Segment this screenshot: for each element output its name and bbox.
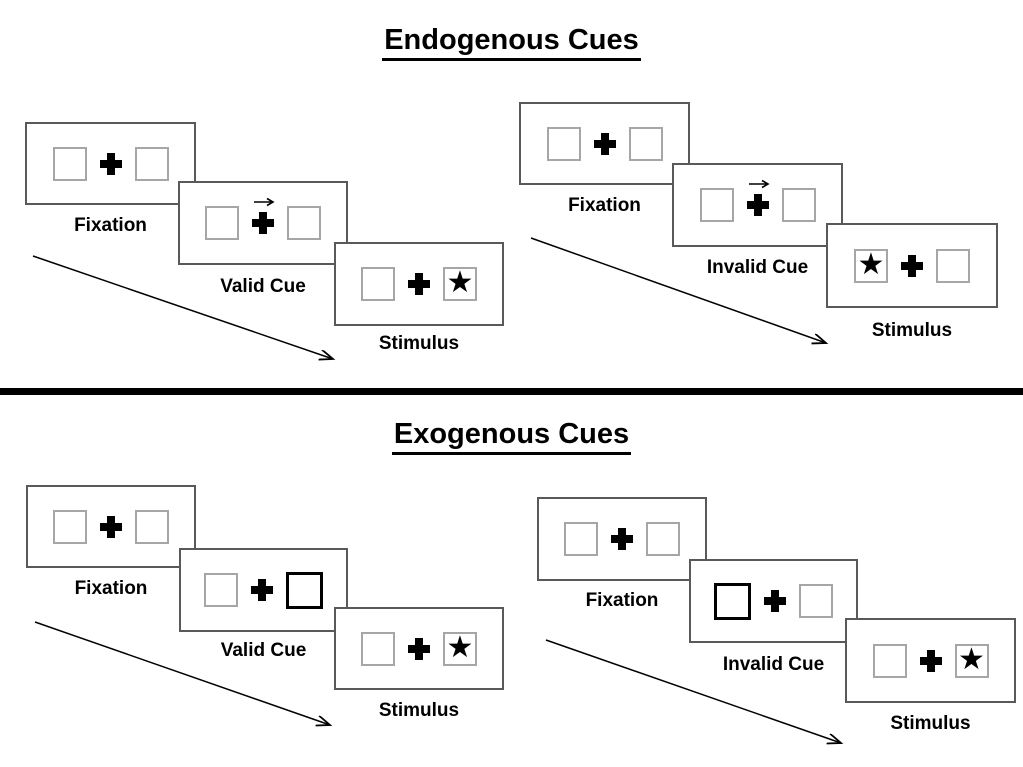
plus-icon (919, 649, 942, 672)
fixation-panel (537, 497, 707, 581)
sequence-arrow (545, 639, 841, 743)
left-placeholder-box (204, 573, 238, 607)
right-target-box: ★ (954, 641, 989, 678)
fixation-panel (25, 122, 196, 205)
fixation-cross (593, 132, 616, 155)
cue-label: Invalid Cue (706, 257, 809, 278)
fixation-label: Fixation (74, 215, 147, 236)
section-title-exogenous: Exogenous Cues (0, 418, 1023, 455)
left-placeholder-box (361, 267, 395, 301)
plus-icon (611, 528, 633, 550)
stimulus-panel: ★ (334, 607, 504, 690)
plus-icon (251, 579, 273, 601)
section-divider (0, 388, 1023, 395)
stimulus-panel: ★ (334, 242, 504, 326)
right-placeholder-box (936, 248, 970, 283)
plus-icon (408, 273, 430, 295)
left-highlighted-cue-box (714, 582, 751, 620)
fixation-cross (611, 528, 633, 550)
right-target-box: ★ (443, 267, 477, 301)
right-arrow-icon (254, 197, 275, 207)
right-highlighted-cue-box (286, 571, 323, 609)
plus-icon (408, 637, 430, 660)
section-title-endogenous: Endogenous Cues (0, 24, 1023, 61)
cue-label: Valid Cue (220, 276, 306, 297)
right-placeholder-box (628, 126, 663, 161)
fixation-label: Fixation (568, 195, 641, 216)
right-arrow-icon (748, 179, 770, 189)
left-placeholder-box (361, 631, 395, 666)
star-icon: ★ (958, 641, 985, 677)
plus-icon (746, 194, 769, 216)
cue-panel (178, 181, 348, 265)
left-placeholder-box (205, 206, 239, 240)
cue-panel (179, 548, 348, 632)
left-target-box: ★ (854, 246, 888, 283)
plus-icon (593, 132, 616, 155)
star-icon: ★ (446, 629, 474, 665)
fixation-label: Fixation (585, 590, 659, 611)
right-placeholder-box (781, 188, 816, 222)
plus-icon (764, 590, 786, 612)
fixation-cross (919, 649, 942, 672)
star-icon: ★ (857, 246, 885, 282)
section-title-text: Exogenous Cues (391, 418, 632, 455)
stimulus-label: Stimulus (378, 333, 460, 354)
left-placeholder-box (53, 509, 87, 544)
fixation-cross (764, 590, 786, 612)
right-placeholder-box (287, 206, 321, 240)
plus-icon (99, 152, 122, 175)
cue-label: Valid Cue (220, 640, 307, 661)
stimulus-label: Stimulus (871, 320, 953, 341)
fixation-cross (100, 515, 122, 538)
left-placeholder-box (699, 188, 734, 222)
fixation-cross (251, 579, 273, 601)
plus-icon (901, 254, 923, 277)
stimulus-panel: ★ (826, 223, 998, 308)
right-placeholder-box (646, 522, 680, 556)
right-placeholder-box (135, 509, 169, 544)
fixation-panel (519, 102, 690, 185)
stimulus-label: Stimulus (890, 713, 971, 734)
fixation-label: Fixation (74, 578, 148, 599)
cue-panel (689, 559, 858, 643)
left-placeholder-box (872, 643, 907, 678)
cue-label: Invalid Cue (722, 654, 825, 675)
fixation-cross (746, 179, 770, 216)
fixation-cross (408, 273, 430, 295)
cue-panel (672, 163, 843, 247)
stimulus-label: Stimulus (378, 700, 460, 721)
star-icon: ★ (446, 265, 474, 300)
left-placeholder-box (546, 126, 581, 161)
right-placeholder-box (134, 146, 169, 181)
left-placeholder-box (564, 522, 598, 556)
fixation-cross (901, 254, 923, 277)
plus-icon (100, 515, 122, 538)
stimulus-panel: ★ (845, 618, 1016, 703)
sequence-arrow (34, 621, 330, 725)
fixation-cross (252, 197, 275, 234)
fixation-panel (26, 485, 196, 568)
sequence-arrow (32, 255, 333, 359)
fixation-cross (99, 152, 122, 175)
right-target-box: ★ (443, 629, 477, 666)
plus-icon (252, 212, 274, 234)
sequence-arrow (530, 237, 826, 343)
section-title-text: Endogenous Cues (382, 24, 641, 61)
left-placeholder-box (52, 146, 87, 181)
fixation-cross (408, 637, 430, 660)
right-placeholder-box (799, 584, 833, 618)
